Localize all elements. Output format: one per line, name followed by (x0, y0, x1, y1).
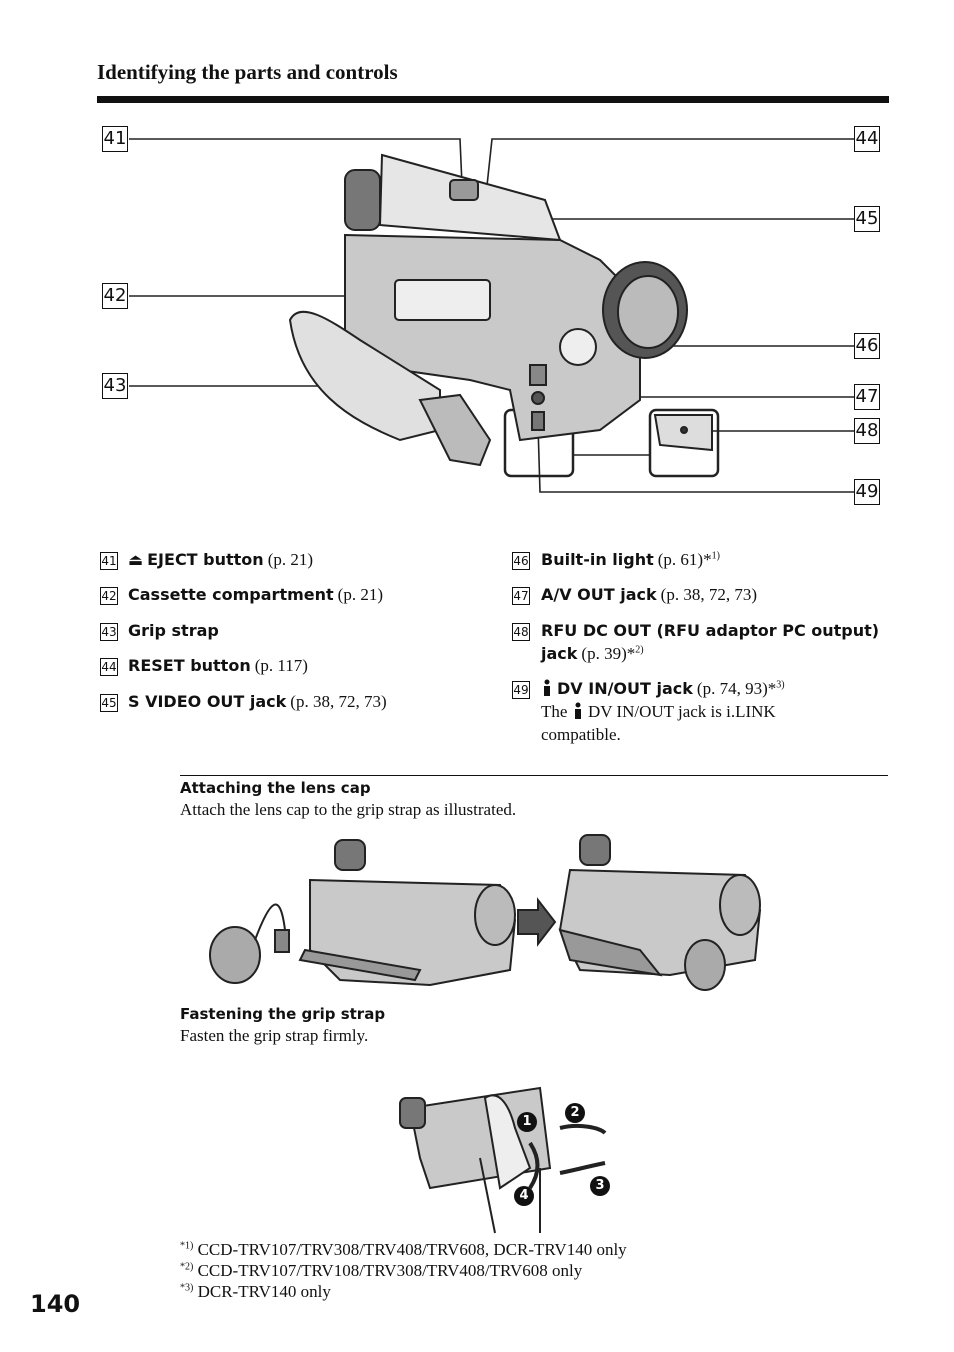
part-ref: (p. 74, 93)* (696, 679, 777, 698)
section-rule (180, 775, 888, 776)
part-label: RFU DC OUT (RFU adaptor PC output) (541, 621, 880, 640)
part-number: 44 (100, 658, 118, 676)
part-number: 43 (100, 623, 118, 641)
part-item-48-cont: jack (p. 39)*2) (541, 644, 644, 664)
callout-49: 49 (854, 479, 880, 505)
footnote-mark: 2) (635, 644, 644, 656)
lens-cap-text: Attach the lens cap to the grip strap as… (180, 800, 517, 819)
part-note-line2: compatible. (541, 725, 621, 744)
part-label: Built-in light (541, 550, 654, 569)
callout-42: 42 (102, 283, 128, 309)
footnote-1: *1) CCD-TRV107/TRV308/TRV408/TRV608, DCR… (180, 1240, 627, 1260)
callout-46: 46 (854, 333, 880, 359)
part-item-43: 43 Grip strap (100, 621, 219, 641)
callout-47: 47 (854, 384, 880, 410)
callout-48: 48 (854, 418, 880, 444)
footnote-mark: 3) (776, 679, 785, 691)
part-note-line1: The DV IN/OUT jack is i.LINK (541, 702, 776, 722)
part-ref: (p. 21) (267, 550, 314, 569)
part-label: DV IN/OUT jack (557, 679, 693, 698)
part-item-47: 47 A/V OUT jack (p. 38, 72, 73) (512, 585, 757, 605)
footnote-text: CCD-TRV107/TRV108/TRV308/TRV408/TRV608 o… (197, 1261, 583, 1280)
part-number: 41 (100, 552, 118, 570)
lens-cap-illustration (209, 834, 762, 991)
part-label: A/V OUT jack (541, 585, 657, 604)
callout-45: 45 (854, 206, 880, 232)
part-item-45: 45 S VIDEO OUT jack (p. 38, 72, 73) (100, 692, 387, 712)
footnote-2: *2) CCD-TRV107/TRV108/TRV308/TRV408/TRV6… (180, 1261, 582, 1281)
footnote-mark: *2) (180, 1261, 194, 1273)
part-item-44: 44 RESET button (p. 117) (100, 656, 308, 676)
part-number: 49 (512, 681, 530, 699)
footnote-3: *3) DCR-TRV140 only (180, 1282, 331, 1302)
part-ref: (p. 38, 72, 73) (660, 585, 757, 604)
callout-41: 41 (102, 126, 128, 152)
part-label: EJECT button (147, 550, 264, 569)
callout-43: 43 (102, 373, 128, 399)
grip-heading: Fastening the grip strap (180, 1005, 386, 1023)
part-item-48: 48 RFU DC OUT (RFU adaptor PC output) (512, 621, 879, 641)
i-link-icon (541, 679, 553, 697)
footnote-mark: *1) (180, 1240, 194, 1252)
footnote-text: CCD-TRV107/TRV308/TRV408/TRV608, DCR-TRV… (197, 1240, 627, 1259)
part-number: 47 (512, 587, 530, 605)
i-link-icon (572, 702, 584, 720)
lens-cap-heading: Attaching the lens cap (180, 779, 371, 797)
step-4-badge: 4 (514, 1186, 534, 1206)
part-label-cont: jack (541, 644, 578, 663)
part-ref: (p. 117) (254, 656, 308, 675)
step-3-badge: 3 (590, 1176, 610, 1196)
note-text: DV IN/OUT jack is i.LINK (587, 702, 776, 721)
part-number: 45 (100, 694, 118, 712)
part-number: 46 (512, 552, 530, 570)
part-item-49: 49 DV IN/OUT jack (p. 74, 93)*3) (512, 679, 785, 699)
part-number: 42 (100, 587, 118, 605)
callout-44: 44 (854, 126, 880, 152)
camcorder-diagram (129, 138, 854, 493)
part-label: Grip strap (128, 621, 219, 640)
page-title: Identifying the parts and controls (97, 60, 398, 84)
step-1-badge: 1 (517, 1112, 537, 1132)
footnote-text: DCR-TRV140 only (197, 1282, 331, 1301)
header-rule (97, 96, 889, 103)
part-item-41: 41 ⏏ EJECT button (p. 21) (100, 550, 313, 570)
part-label: S VIDEO OUT jack (128, 692, 287, 711)
footnote-mark: 1) (711, 550, 720, 562)
grip-illustration (399, 1086, 607, 1234)
part-label: Cassette compartment (128, 585, 334, 604)
part-ref: (p. 61)* (657, 550, 712, 569)
part-item-46: 46 Built-in light (p. 61)*1) (512, 550, 720, 570)
part-item-42: 42 Cassette compartment (p. 21) (100, 585, 383, 605)
part-number: 48 (512, 623, 530, 641)
part-label: RESET button (128, 656, 251, 675)
part-ref: (p. 39)* (581, 644, 636, 663)
step-2-badge: 2 (565, 1103, 585, 1123)
note-text: The (541, 702, 568, 721)
eject-icon: ⏏ (128, 550, 144, 569)
part-ref: (p. 38, 72, 73) (290, 692, 387, 711)
part-ref: (p. 21) (337, 585, 383, 604)
footnote-mark: *3) (180, 1282, 194, 1294)
page-number: 140 (30, 1290, 81, 1318)
grip-text: Fasten the grip strap firmly. (180, 1026, 369, 1045)
